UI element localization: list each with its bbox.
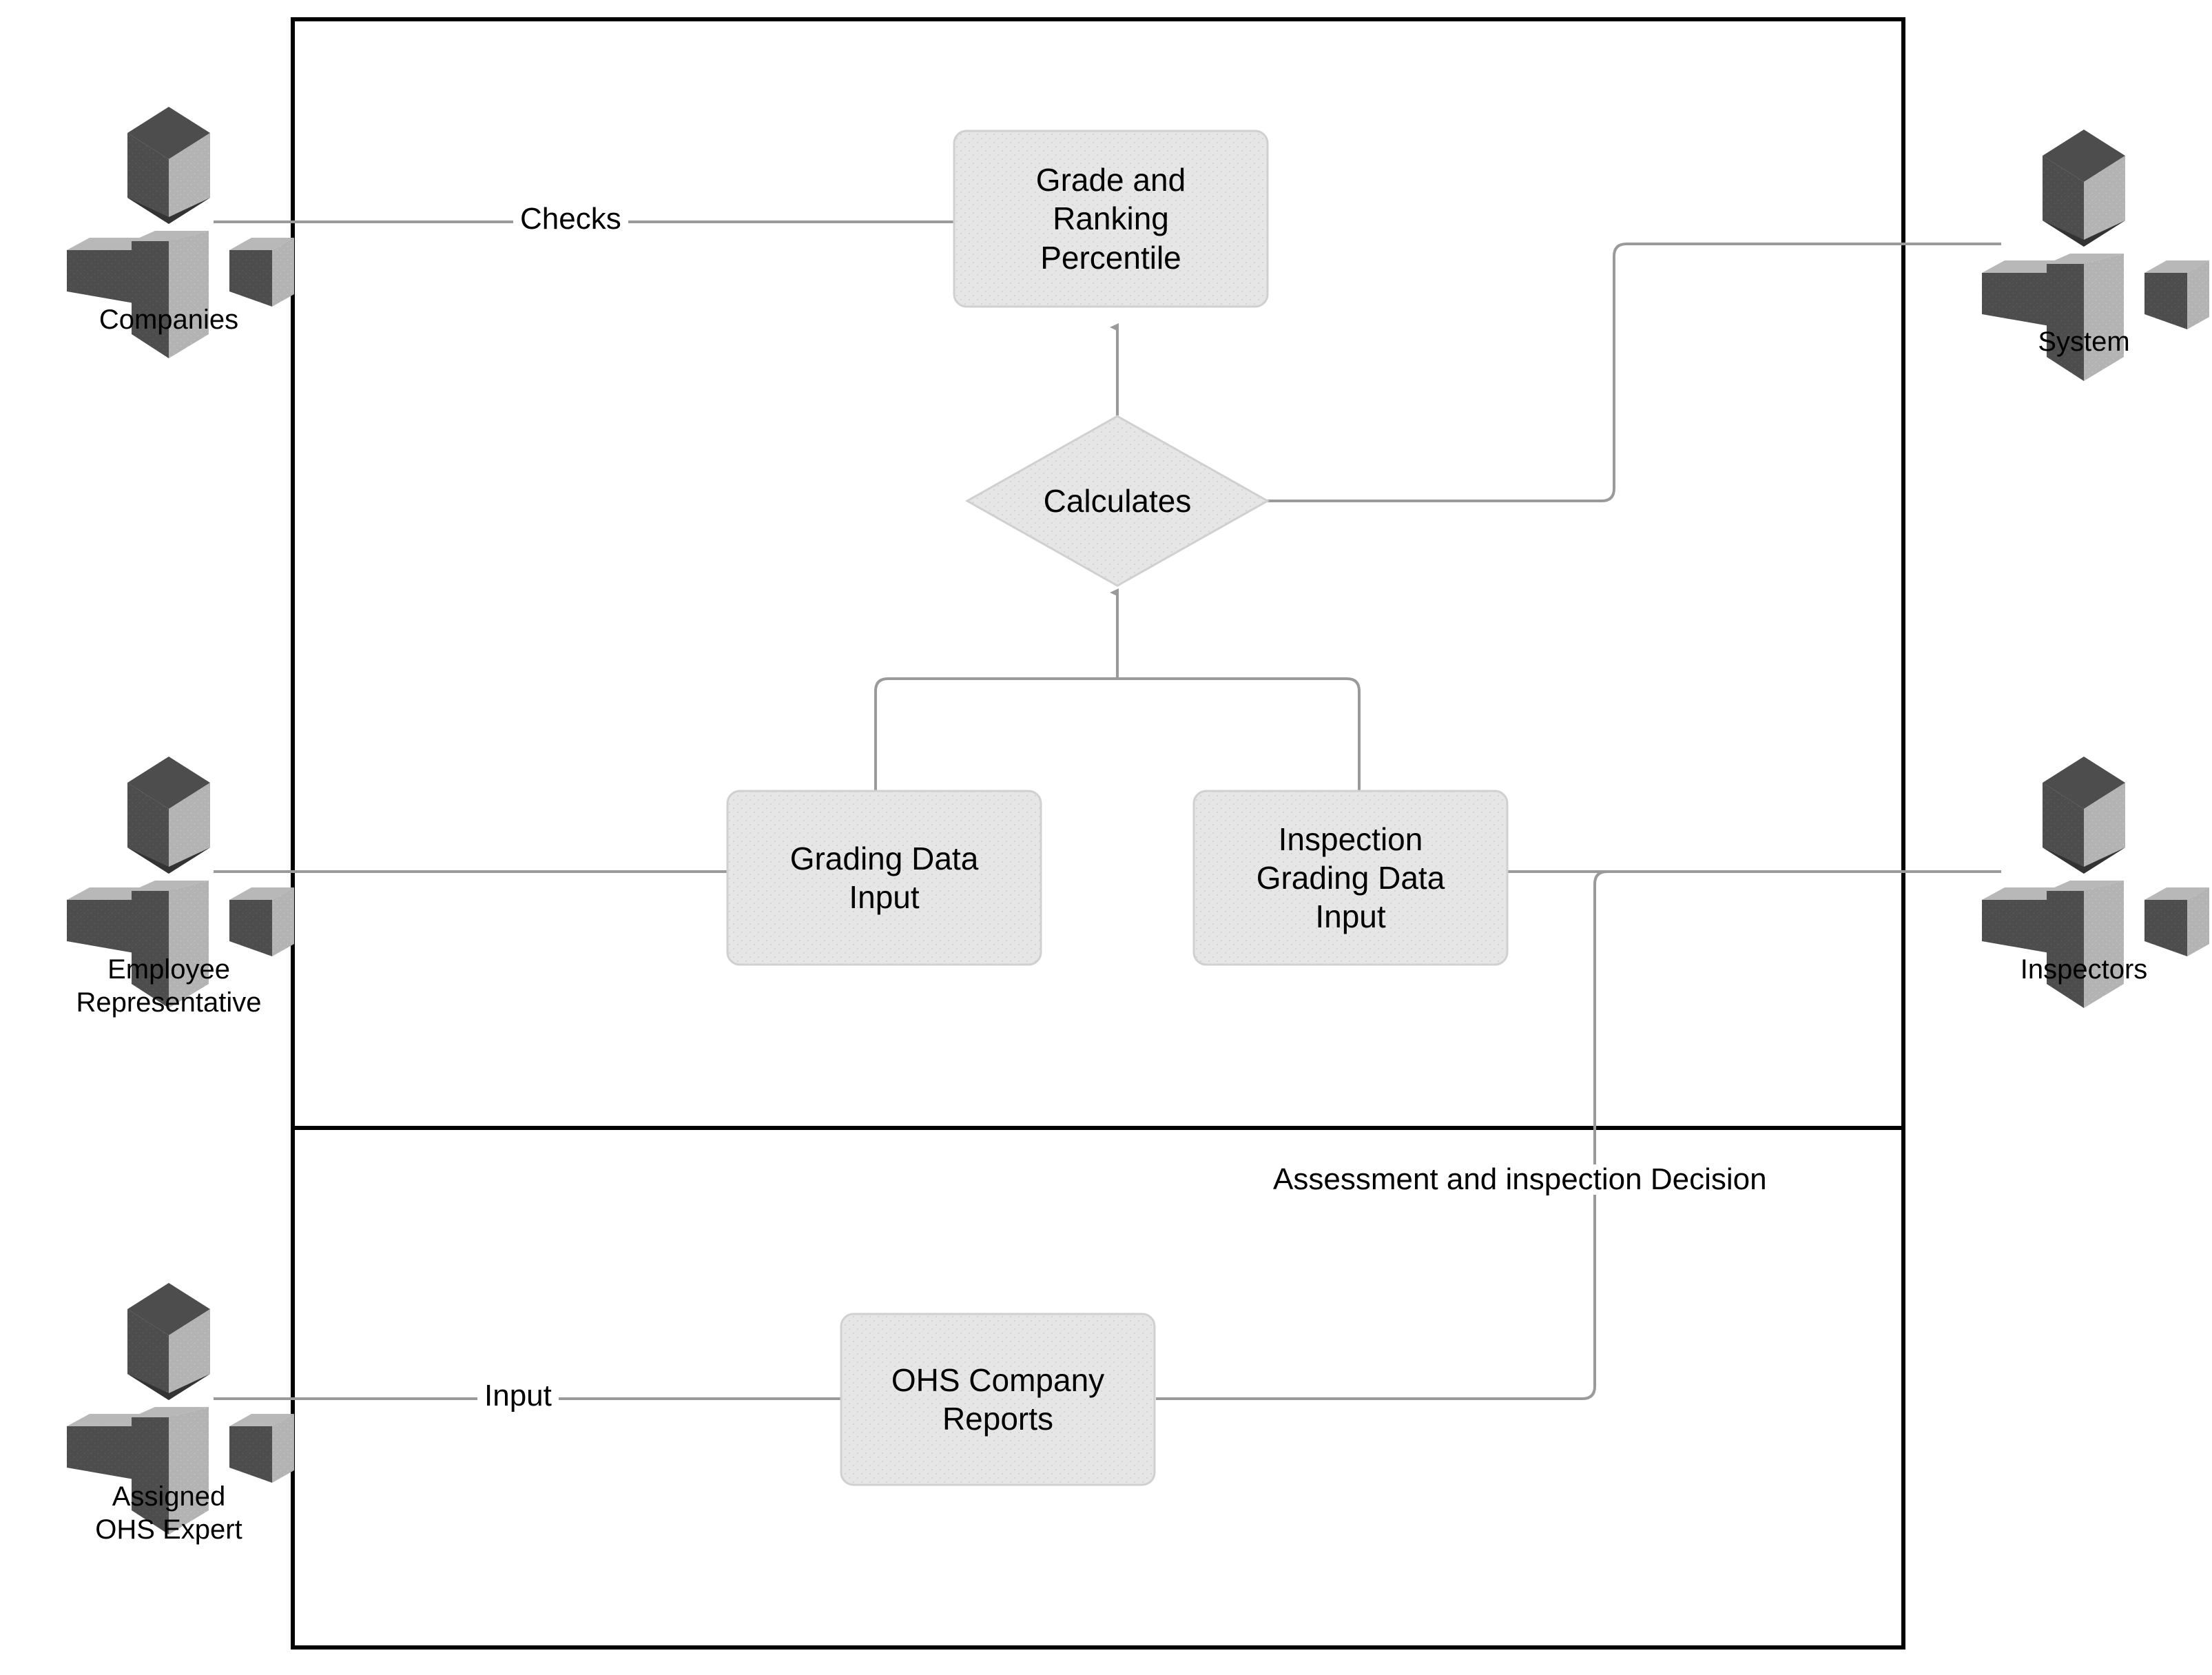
actor-cube-person-icon — [1982, 130, 2209, 381]
node-inspection-grading-data-input[interactable] — [1192, 790, 1509, 966]
actor-label-inspectors: Inspectors — [2020, 954, 2148, 985]
actor-cube-person-icon — [67, 107, 294, 358]
edge-label-assessment-and-inspection-decision: Assessment and inspection Decision — [1266, 1164, 1774, 1195]
swimlane-container — [291, 17, 1905, 1650]
edge-label-checks: Checks — [513, 204, 628, 234]
actor-icon-inspectors[interactable] — [1982, 757, 2209, 1008]
node-group — [726, 130, 1509, 1486]
actor-label-system: System — [2038, 327, 2130, 357]
actor-cube-person-icon — [67, 1283, 294, 1534]
edge-reports-to-inspectors — [1156, 870, 2001, 1400]
edge-label-input: Input — [477, 1381, 559, 1411]
actor-label-employee-representative: Employee Representative — [76, 954, 262, 1018]
node-ohs-company-reports[interactable] — [840, 1313, 1156, 1486]
node-calculates[interactable] — [964, 415, 1270, 587]
actor-label-assigned-ohs-expert: Assigned OHS Expert — [95, 1481, 242, 1545]
actor-icon-system[interactable] — [1982, 130, 2209, 381]
actor-cube-person-icon — [67, 757, 294, 1008]
node-grade-and-ranking-percentile[interactable] — [953, 130, 1269, 308]
edge-inputs-junction — [874, 677, 1361, 792]
actor-icon-employee-representative[interactable] — [67, 757, 294, 1008]
node-grading-data-input[interactable] — [726, 790, 1042, 966]
actor-label-companies: Companies — [99, 305, 239, 335]
edge-calculates-to-system — [1254, 243, 2001, 502]
edge-group — [214, 220, 2001, 1400]
actor-icon-companies[interactable] — [67, 107, 294, 358]
actor-cube-person-icon — [1982, 757, 2209, 1008]
actor-icon-assigned-ohs-expert[interactable] — [67, 1283, 294, 1534]
